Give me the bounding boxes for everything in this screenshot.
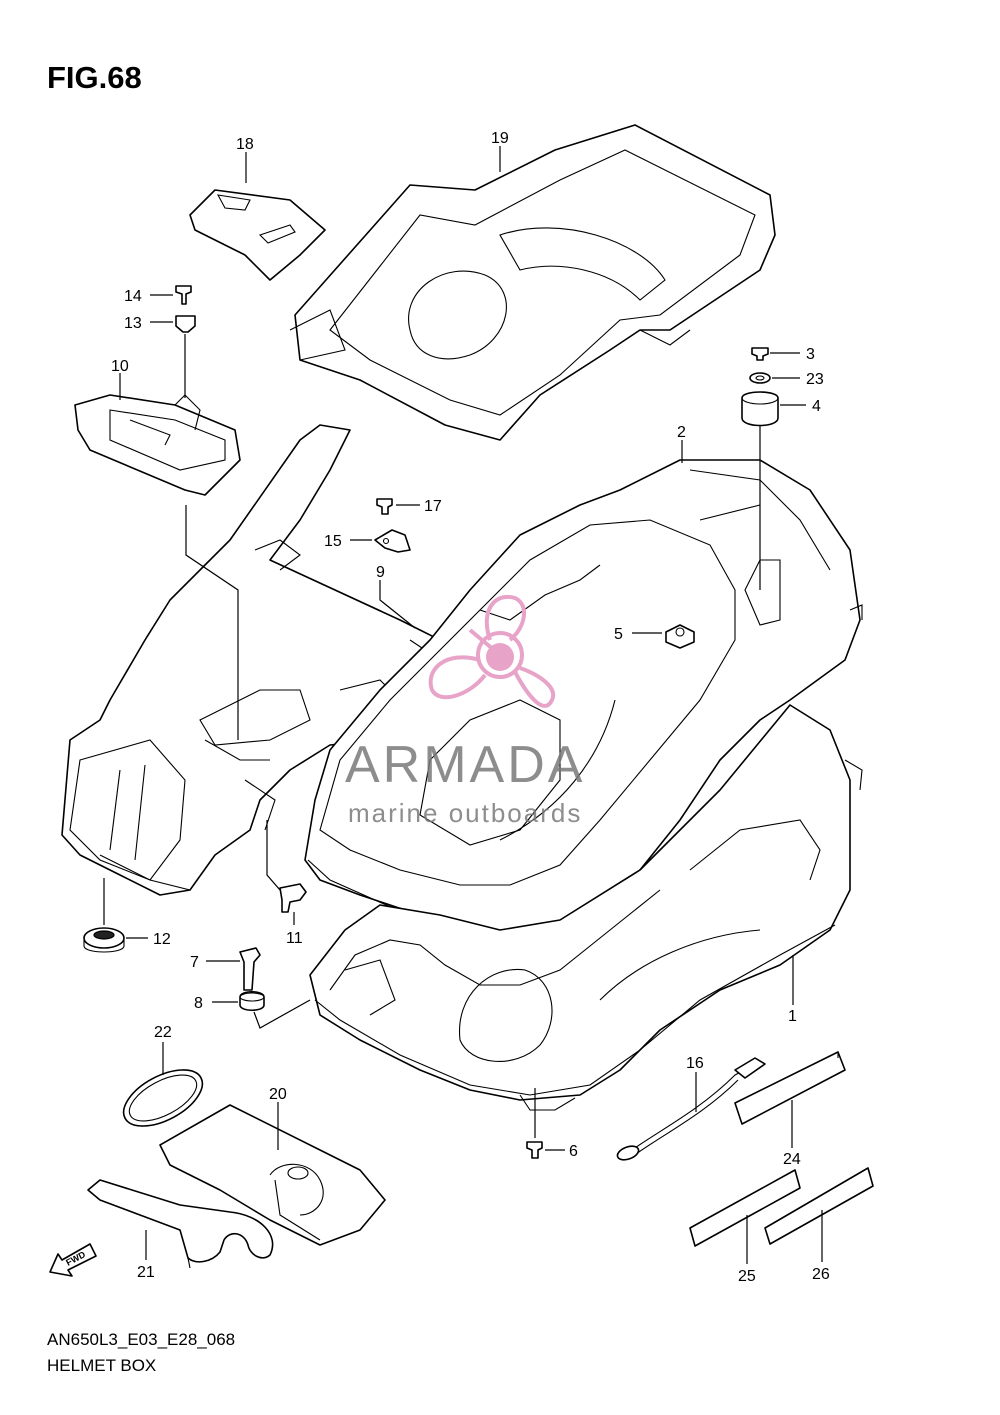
part-11-bolt <box>279 883 307 913</box>
diagram-name: HELMET BOX <box>47 1356 157 1375</box>
callout-9: 9 <box>376 564 385 581</box>
callout-19: 19 <box>491 130 509 147</box>
part-10-holder-bracket <box>74 394 241 496</box>
part-8-cushion <box>239 990 265 1012</box>
callout-7: 7 <box>190 954 199 971</box>
part-14-screw <box>175 285 192 305</box>
fwd-arrow-icon: FWD <box>49 1243 97 1277</box>
part-12-nut <box>83 927 125 953</box>
watermark-tagline: marine outboards <box>348 798 582 828</box>
part-1-helmet-box-lower <box>309 704 863 1111</box>
part-13-grommet <box>175 315 196 333</box>
callout-16: 16 <box>686 1055 704 1072</box>
callout-24: 24 <box>783 1151 801 1168</box>
part-7-bolt <box>239 947 261 991</box>
part-23-washer <box>749 372 771 384</box>
callout-15: 15 <box>324 533 342 550</box>
callout-8: 8 <box>194 995 203 1012</box>
callout-25: 25 <box>738 1268 756 1285</box>
callout-18: 18 <box>236 136 254 153</box>
callout-5: 5 <box>614 626 623 643</box>
callout-14: 14 <box>124 288 142 305</box>
part-26-cushion <box>764 1167 874 1245</box>
callout-23: 23 <box>806 371 824 388</box>
part-18-cover-plate <box>189 189 326 281</box>
callout-10: 10 <box>111 358 129 375</box>
part-5-nut <box>665 624 695 649</box>
callout-13: 13 <box>124 315 142 332</box>
part-25-cushion <box>689 1169 801 1247</box>
callout-21: 21 <box>137 1264 155 1281</box>
callout-labels: 18 19 14 13 10 3 23 4 2 17 15 9 5 11 12 … <box>111 130 830 1285</box>
callout-12: 12 <box>153 931 171 948</box>
callout-26: 26 <box>812 1266 830 1283</box>
propeller-logo-icon <box>428 594 556 708</box>
part-21-spanner <box>87 1179 274 1269</box>
part-4-cushion <box>741 391 779 427</box>
callout-22: 22 <box>154 1024 172 1041</box>
part-17-screw <box>376 498 393 515</box>
callout-17: 17 <box>424 498 442 515</box>
part-24-cushion <box>734 1051 846 1125</box>
part-22-rubber-band <box>122 1069 204 1127</box>
callout-1: 1 <box>788 1008 797 1025</box>
part-19-cover-tray <box>289 124 776 441</box>
part-3-bolt <box>751 347 769 361</box>
callout-2: 2 <box>677 424 686 441</box>
callout-20: 20 <box>269 1086 287 1103</box>
figure-title: FIG.68 <box>47 60 142 95</box>
leader-lines <box>103 146 823 1264</box>
watermark-brand: ARMADA <box>345 736 585 794</box>
callout-3: 3 <box>806 346 815 363</box>
part-6-screw <box>526 1141 543 1159</box>
part-16-helmet-cable <box>616 1057 766 1161</box>
callout-4: 4 <box>812 398 821 415</box>
callout-11: 11 <box>286 930 303 947</box>
part-20-tool-bag <box>159 1104 386 1246</box>
callout-6: 6 <box>569 1143 578 1160</box>
watermark: ARMADA marine outboards <box>345 594 585 828</box>
part-15-clip <box>374 529 411 553</box>
propeller-hub-icon <box>486 643 514 671</box>
diagram-code: AN650L3_E03_E28_068 <box>47 1330 236 1349</box>
